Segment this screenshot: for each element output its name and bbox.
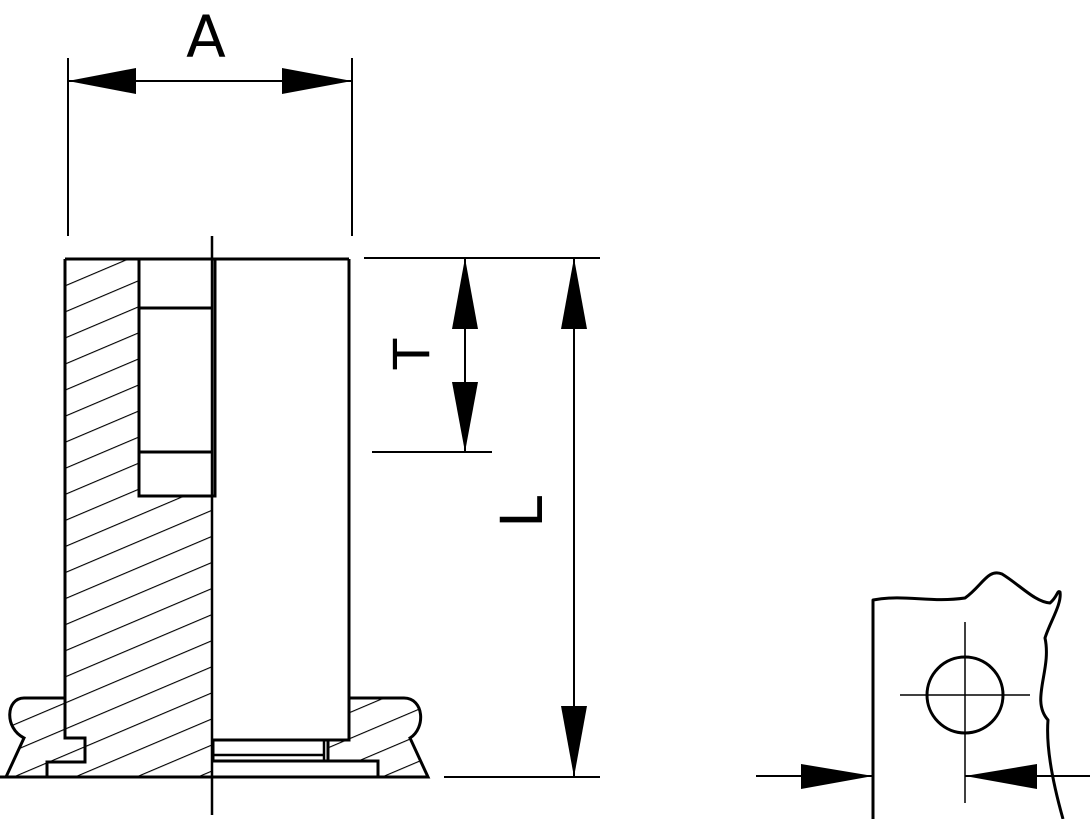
arrow-right-icon bbox=[282, 68, 352, 94]
dimension-t: T bbox=[364, 257, 600, 453]
hatched-wall-section bbox=[47, 259, 211, 777]
panel-detail-outline bbox=[871, 571, 1065, 819]
dimension-a-label: A bbox=[186, 3, 226, 71]
thread-pocket bbox=[137, 259, 217, 498]
insert-section-view bbox=[45, 236, 380, 815]
dimension-a: A bbox=[67, 3, 353, 236]
dimension-l: L bbox=[444, 258, 600, 778]
hole-detail-view bbox=[756, 571, 1090, 819]
panel-left-section bbox=[0, 696, 87, 779]
arrow-up-icon bbox=[452, 258, 478, 329]
dimension-l-label: L bbox=[488, 496, 556, 528]
arrow-left-icon bbox=[965, 764, 1037, 789]
arrow-left-icon bbox=[68, 68, 136, 94]
arrow-right-icon bbox=[801, 764, 873, 789]
dimension-t-label: T bbox=[384, 338, 442, 370]
arrow-down-icon bbox=[561, 706, 587, 777]
arrow-up-icon bbox=[561, 258, 587, 329]
arrow-down-icon bbox=[452, 382, 478, 452]
panel-right-section bbox=[326, 696, 431, 779]
